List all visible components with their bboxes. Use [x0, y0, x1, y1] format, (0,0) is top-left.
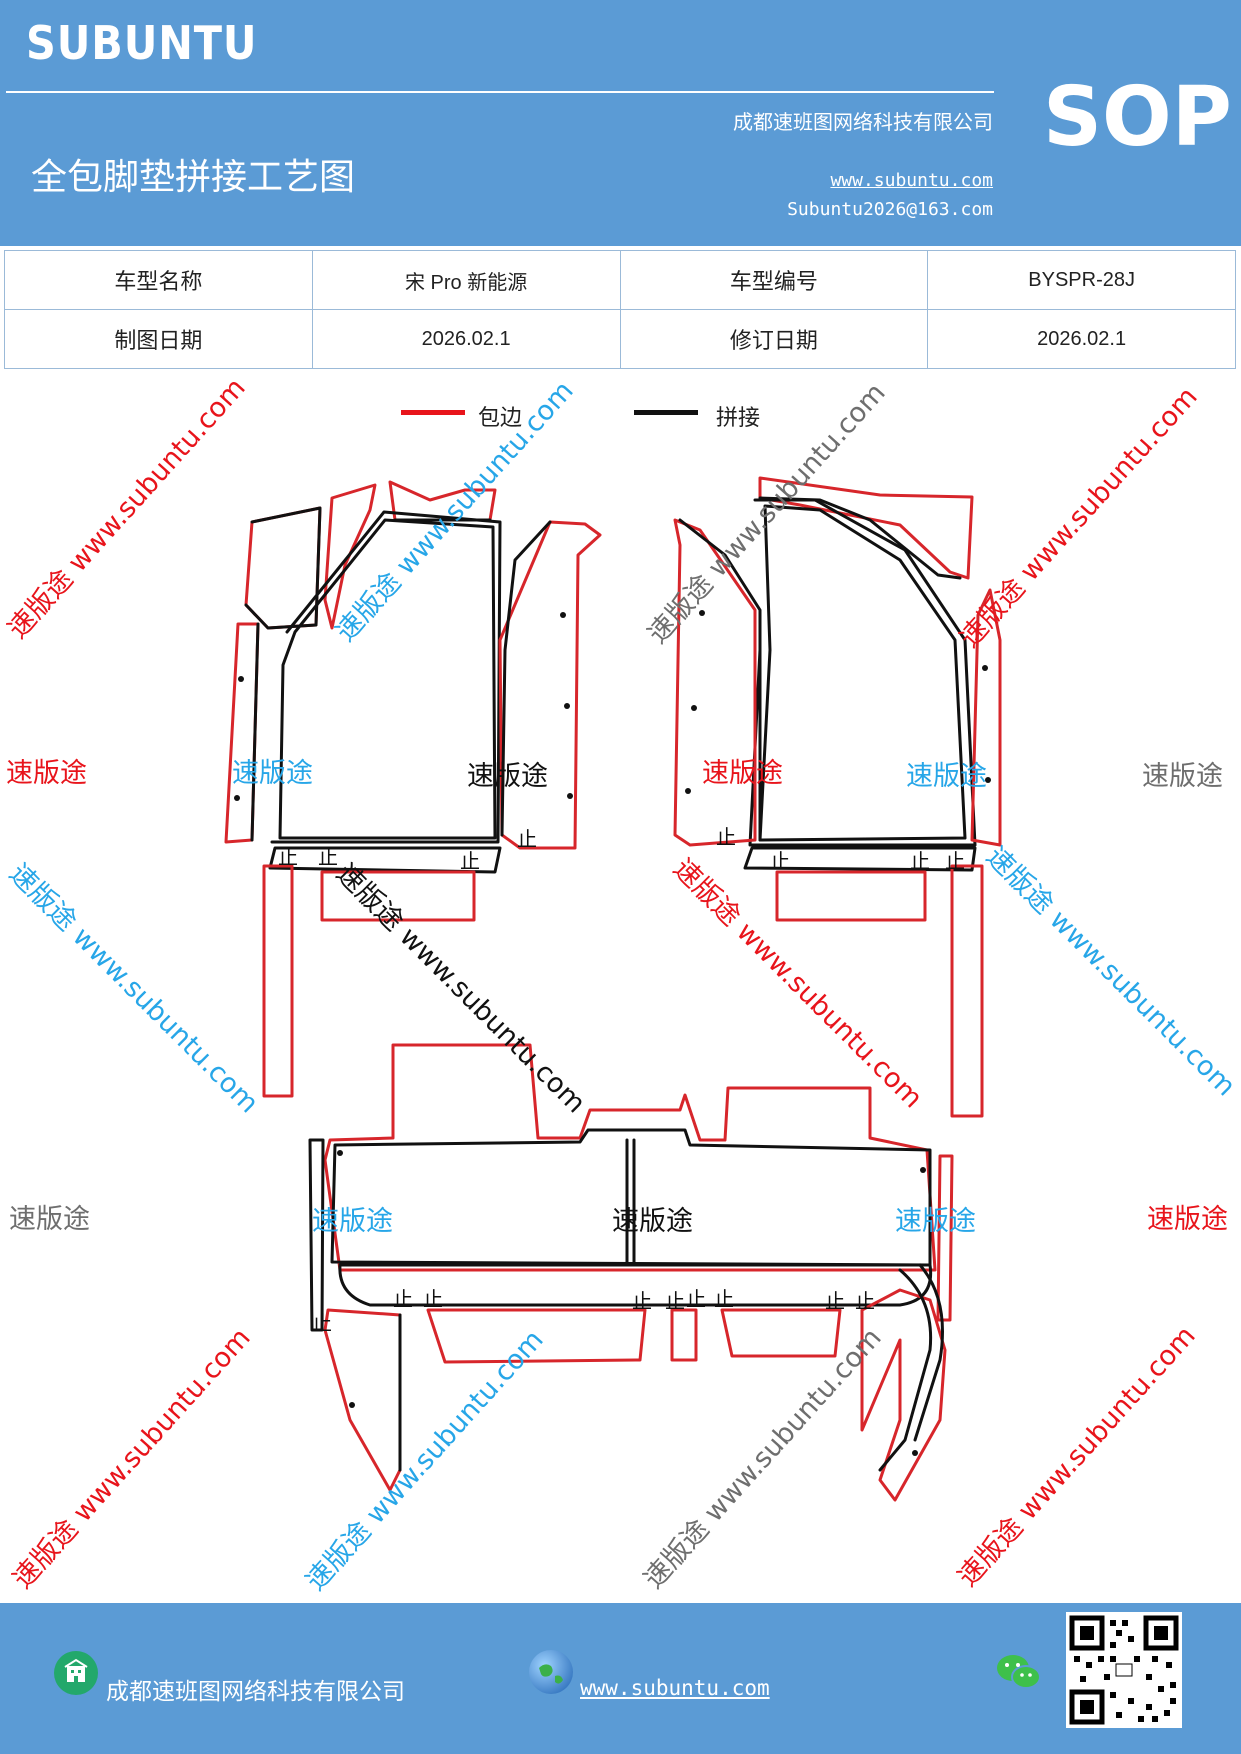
driver-sill-pad — [320, 870, 476, 922]
passenger-door-strip — [950, 864, 984, 1118]
seam-mark: 止 — [393, 1287, 413, 1311]
table-row: 制图日期 2026.02.1 修订日期 2026.02.1 — [4, 309, 1236, 369]
driver-heel-pad — [244, 506, 322, 630]
watermark-text: 速版途 — [232, 758, 313, 789]
passenger-sill-pad — [775, 870, 927, 922]
vehicle-info-table: 车型名称 宋 Pro 新能源 车型编号 BYSPR-28J 制图日期 2026.… — [4, 250, 1236, 369]
seam-legend-swatch — [634, 410, 698, 415]
seam-legend-label: 拼接 — [716, 406, 761, 431]
seam-mark: 止 — [423, 1287, 443, 1311]
driver-door-strip — [262, 864, 294, 1098]
passenger-bottom-bar — [743, 846, 977, 872]
passenger-main-mat — [758, 504, 967, 842]
watermark-diagonal: 速版途 www.subuntu.com — [954, 381, 1203, 653]
seam-mark: 止 — [716, 825, 736, 849]
watermark-diagonal: 速版途 www.subuntu.com — [3, 858, 264, 1119]
watermark-text: 速版途 — [895, 1206, 976, 1237]
seam-mark: 止 — [665, 1289, 685, 1313]
brand-logo-text: SUBUNTU — [26, 16, 258, 70]
seam-mark: 止 — [312, 1311, 332, 1335]
seam-mark: 止 — [825, 1289, 845, 1313]
watermark-text: 速版途 — [6, 758, 87, 789]
rear-right-flap — [860, 1288, 947, 1502]
company-name: 成都速班图网络科技有限公司 — [733, 110, 993, 134]
table-row: 车型名称 宋 Pro 新能源 车型编号 BYSPR-28J — [4, 250, 1236, 310]
watermark-diagonal: 速版途 www.subuntu.com — [330, 375, 579, 647]
driver-top-pad — [323, 483, 377, 630]
seam-mark: 止 — [460, 849, 480, 873]
website-link[interactable]: www.subuntu.com — [830, 170, 993, 191]
seam-mark: 止 — [517, 827, 537, 851]
model-name-value: 宋 Pro 新能源 — [311, 250, 621, 310]
seam-mark: 止 — [945, 849, 965, 873]
driver-main-mat — [278, 518, 497, 840]
seam-mark: 止 — [714, 1287, 734, 1311]
model-name-label: 车型名称 — [4, 250, 313, 310]
driver-bottom-bar — [268, 846, 502, 874]
watermark-text: 速版途 — [612, 1206, 693, 1237]
watermark-text: 速版途 — [906, 761, 987, 792]
seam-mark: 止 — [632, 1289, 652, 1313]
revise-date-value: 2026.02.1 — [927, 309, 1236, 369]
seam-mark: 止 — [855, 1289, 875, 1313]
watermark-diagonal: 速版途 www.subuntu.com — [330, 858, 591, 1119]
watermark-text: 速版途 — [1147, 1204, 1228, 1235]
draw-date-label: 制图日期 — [4, 309, 313, 369]
draw-date-value: 2026.02.1 — [311, 309, 621, 369]
seam-mark: 止 — [278, 845, 298, 869]
footer-website-link[interactable]: www.subuntu.com — [580, 1676, 770, 1700]
watermark-diagonal: 速版途 www.subuntu.com — [2, 372, 251, 644]
watermark-diagonal: 速版途 www.subuntu.com — [952, 1320, 1201, 1592]
watermark-text: 速版途 — [9, 1204, 90, 1235]
globe-icon — [529, 1650, 573, 1694]
qr-code — [1066, 1612, 1182, 1728]
edge-legend-label: 包边 — [478, 406, 523, 431]
watermark-diagonal: 速版途 www.subuntu.com — [7, 1322, 256, 1594]
watermark-diagonal: 速版途 www.subuntu.com — [667, 853, 928, 1114]
watermark-text: 速版途 — [702, 758, 783, 789]
header-bar: SUBUNTU SOP 成都速班图网络科技有限公司 全包脚垫拼接工艺图 www.… — [0, 0, 1241, 246]
watermark-text: 速版途 — [1142, 761, 1223, 792]
floor-mat-diagram: 止 止 止 止 止 止 止 止 止 止 止 止 止 止 止 止 止 速版途 速版… — [2, 372, 1241, 1596]
watermark-diagonal: 速版途 www.subuntu.com — [638, 1322, 887, 1594]
email-text: Subuntu2026@163.com — [787, 199, 993, 220]
seam-mark: 止 — [910, 849, 930, 873]
building-icon — [54, 1651, 98, 1695]
page-title: 全包脚垫拼接工艺图 — [31, 157, 356, 198]
model-code-label: 车型编号 — [619, 250, 929, 310]
wechat-icon — [996, 1652, 1042, 1692]
watermark-diagonal: 速版途 www.subuntu.com — [980, 841, 1241, 1102]
watermark-text: 速版途 — [312, 1206, 393, 1237]
rear-main-mat — [323, 1043, 937, 1272]
seam-mark: 止 — [770, 849, 790, 873]
model-code-value: BYSPR-28J — [927, 250, 1236, 310]
seam-mark: 止 — [318, 845, 338, 869]
driver-right-strip — [498, 520, 602, 850]
edge-legend-swatch — [401, 410, 465, 415]
footer-company: 成都速班图网络科技有限公司 — [106, 1679, 405, 1705]
passenger-right-strip — [970, 588, 1002, 847]
revise-date-label: 修订日期 — [619, 309, 929, 369]
seam-mark: 止 — [686, 1287, 706, 1311]
sop-label: SOP — [1043, 70, 1232, 165]
rear-left-flap — [323, 1308, 402, 1492]
watermark-text: 速版途 — [467, 761, 548, 792]
watermark-diagonal: 速版途 www.subuntu.com — [300, 1324, 549, 1596]
header-divider — [6, 91, 994, 93]
